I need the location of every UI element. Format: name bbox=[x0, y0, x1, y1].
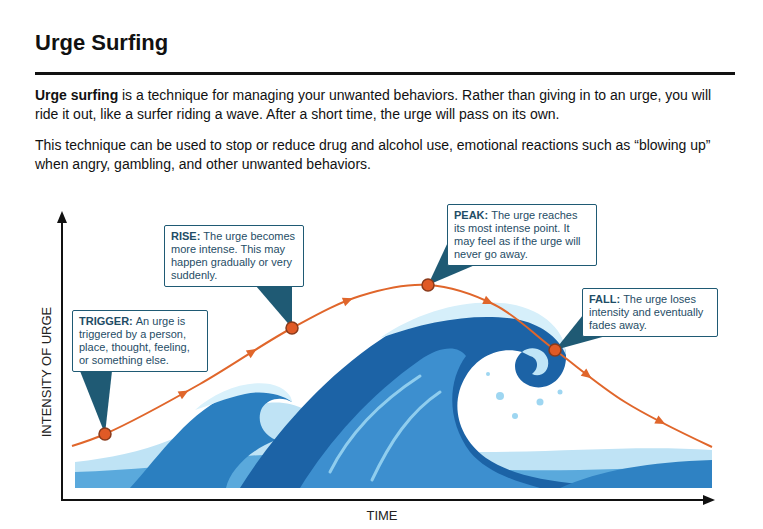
axis-label: TIME bbox=[366, 508, 397, 523]
callout-tail bbox=[256, 286, 292, 328]
droplet bbox=[512, 413, 518, 419]
title-rule bbox=[35, 72, 735, 75]
y-axis bbox=[61, 222, 63, 501]
intro-text: This technique can be used to stop or re… bbox=[35, 137, 711, 172]
callout-box: FALL:The urge loses intensity and eventu… bbox=[582, 288, 718, 337]
intro-text: is a technique for managing your unwante… bbox=[35, 87, 711, 122]
axes bbox=[57, 211, 715, 505]
callout-tail bbox=[80, 371, 112, 434]
callout-tails bbox=[80, 242, 606, 434]
callout-box: RISE:The urge becomes more intense. This… bbox=[164, 225, 304, 287]
flow-arrowhead bbox=[482, 296, 495, 308]
flow-arrowhead bbox=[342, 294, 355, 306]
flow-arrowhead bbox=[178, 387, 191, 400]
callout-heading: TRIGGER: bbox=[79, 315, 133, 327]
stage-dot bbox=[422, 279, 434, 291]
callout-heading: RISE: bbox=[171, 230, 200, 242]
stage-dot bbox=[99, 428, 111, 440]
title-text: Urge Surfing bbox=[35, 30, 168, 55]
droplet bbox=[558, 390, 563, 395]
x-axis bbox=[61, 499, 703, 501]
x-axis-arrowhead bbox=[703, 495, 715, 505]
urge-curve bbox=[72, 285, 712, 447]
flow-arrowhead bbox=[581, 369, 594, 382]
callout-box: PEAK:The urge reaches its most intense p… bbox=[447, 204, 597, 266]
wave-crest-foam bbox=[380, 302, 566, 355]
wave-stripe bbox=[372, 392, 440, 480]
callout-box: TRIGGER:An urge is triggered by a person… bbox=[72, 310, 208, 372]
flow-arrowhead bbox=[246, 345, 259, 358]
axis-label: INTENSITY OF URGE bbox=[39, 307, 54, 438]
trailing-water bbox=[560, 460, 712, 488]
big-wave-face bbox=[300, 349, 540, 488]
intro-lead: Urge surfing bbox=[35, 87, 118, 103]
y-axis-arrowhead bbox=[57, 211, 67, 223]
stage-dot bbox=[549, 344, 561, 356]
page-title: Urge Surfing bbox=[35, 30, 168, 56]
stage-dot bbox=[286, 322, 298, 334]
droplet bbox=[486, 372, 490, 376]
droplet bbox=[496, 392, 504, 400]
callout-heading: FALL: bbox=[589, 293, 620, 305]
droplet bbox=[537, 399, 544, 406]
intro-paragraph: Urge surfingis a technique for managing … bbox=[35, 86, 735, 124]
big-wave bbox=[240, 304, 600, 488]
small-wave-foam bbox=[195, 383, 292, 410]
wave-curl bbox=[522, 348, 548, 375]
flow-arrowhead bbox=[654, 416, 667, 429]
callout-heading: PEAK: bbox=[454, 209, 488, 221]
intro-paragraph: This technique can be used to stop or re… bbox=[35, 136, 735, 174]
intro-text: Urge surfingis a technique for managing … bbox=[35, 86, 735, 186]
